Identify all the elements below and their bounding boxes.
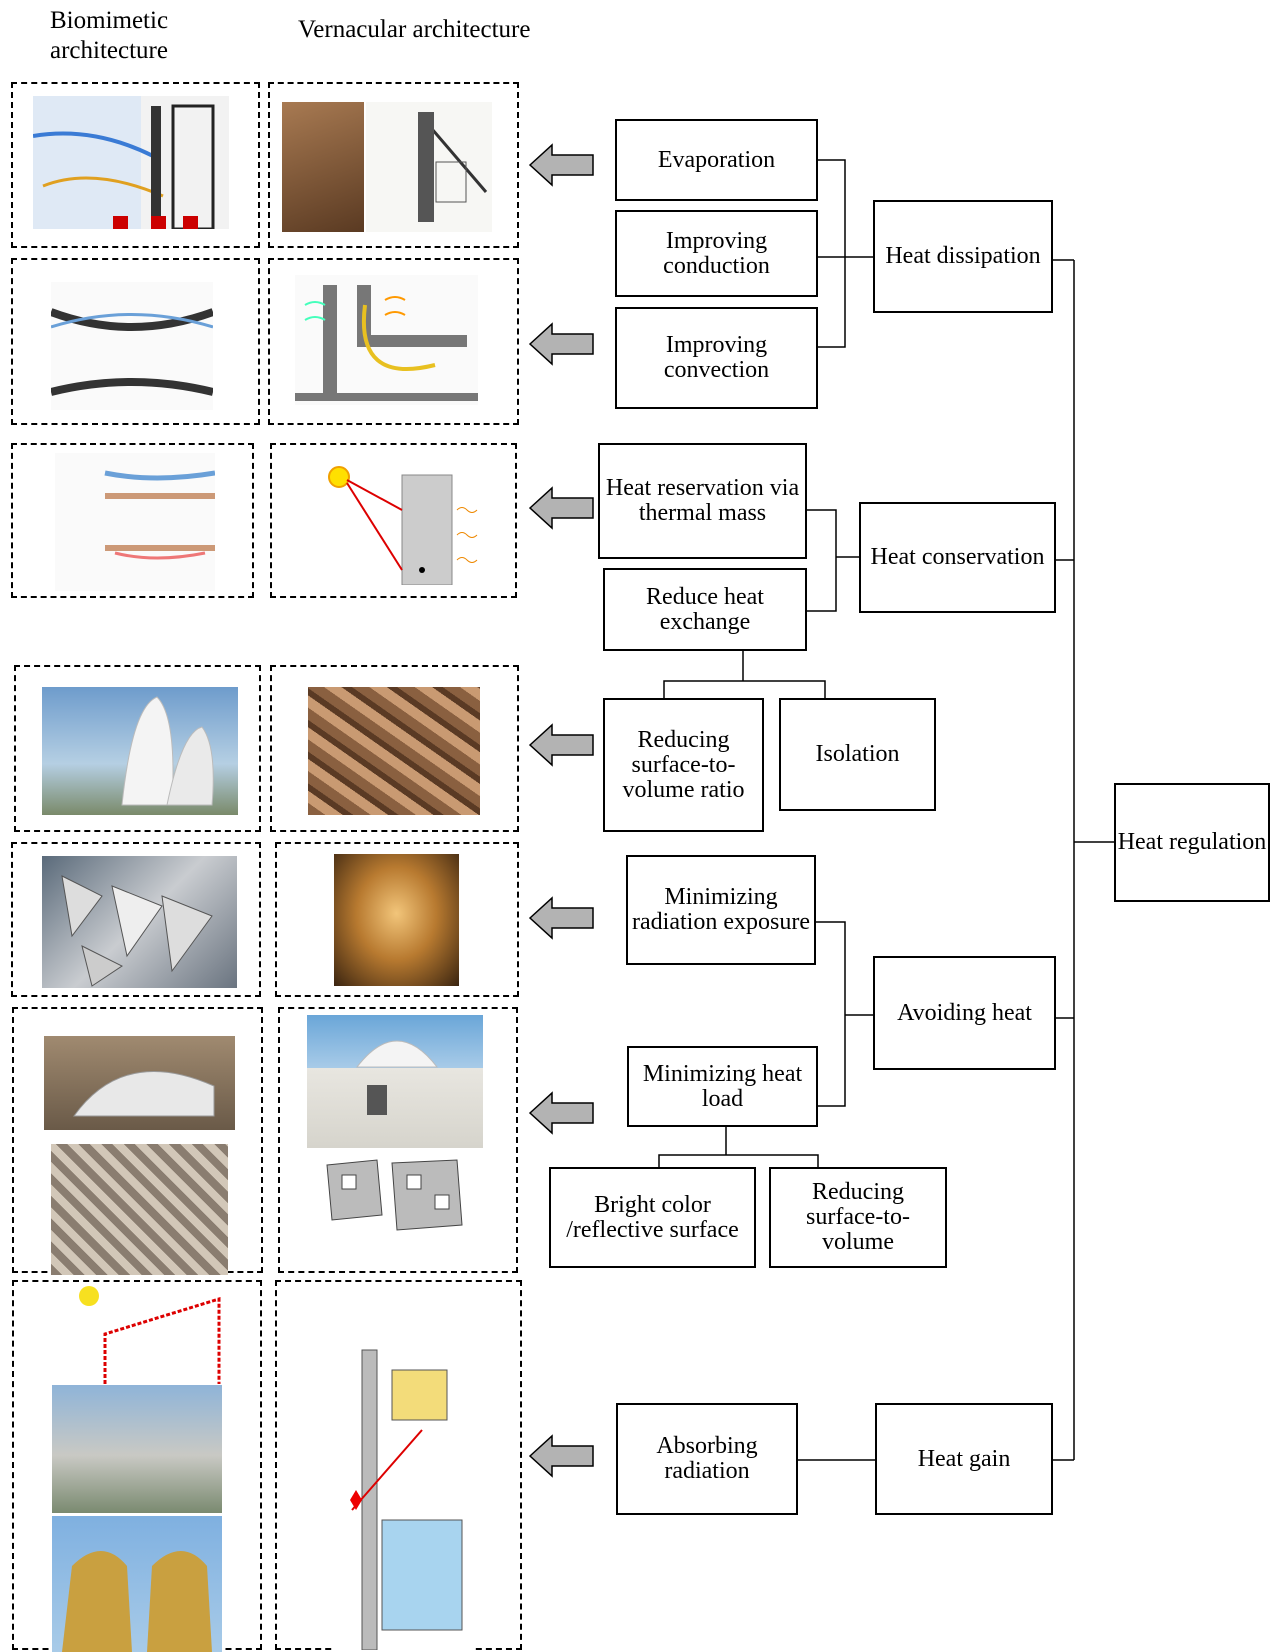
- node-heat-conservation: Heat conservation: [859, 502, 1056, 613]
- image-frame-biomimetic-2: [11, 258, 260, 425]
- photo-image: [52, 1516, 222, 1652]
- diagram-image: [55, 453, 215, 591]
- image-frame-biomimetic-3: [11, 443, 254, 598]
- photo-image: [308, 687, 480, 815]
- photo-image: [51, 1144, 228, 1275]
- photo-image: [307, 1015, 483, 1148]
- image-frame-biomimetic-5: [11, 842, 261, 997]
- diagram-image: [33, 96, 229, 229]
- diagram-image: [307, 455, 487, 585]
- photo-image: [334, 854, 459, 986]
- image-frame-biomimetic-6: [12, 1007, 263, 1275]
- vernacular-header: Vernacular architecture: [298, 16, 531, 43]
- left-arrow-icon: [528, 1434, 594, 1478]
- diagram-image: [295, 275, 478, 405]
- photo-image: [42, 687, 238, 815]
- diagram-image: [366, 102, 492, 232]
- node-reduce-heat-exchange: Reduce heat exchange: [603, 568, 807, 651]
- image-frame-biomimetic-1: [11, 82, 260, 248]
- photo-image: [282, 102, 364, 232]
- node-bright-color: Bright color /reflective surface: [549, 1167, 756, 1268]
- image-frame-biomimetic-4: [14, 665, 261, 832]
- node-heat-reservation: Heat reservation via thermal mass: [598, 443, 807, 559]
- image-frame-vernacular-5: [275, 842, 519, 997]
- left-arrow-icon: [528, 322, 594, 366]
- diagram-image: [51, 282, 213, 410]
- plan-drawing: [307, 1155, 483, 1268]
- node-heat-dissipation: Heat dissipation: [873, 200, 1053, 313]
- image-frame-vernacular-3: [270, 443, 517, 598]
- image-frame-vernacular-2: [268, 258, 519, 425]
- biomimetic-header: Biomimetic architecture: [50, 7, 169, 64]
- image-frame-vernacular-7: [275, 1280, 522, 1650]
- left-arrow-icon: [528, 723, 594, 767]
- left-arrow-icon: [528, 486, 594, 530]
- image-frame-vernacular-6: [278, 1007, 518, 1273]
- node-reducing-sv: Reducing surface-to-volume: [769, 1167, 947, 1268]
- image-frame-vernacular-1: [268, 82, 519, 248]
- image-frame-biomimetic-7: [12, 1280, 262, 1652]
- node-minimizing-heat-load: Minimizing heat load: [627, 1046, 818, 1127]
- node-heat-regulation: Heat regulation: [1114, 783, 1270, 902]
- photo-image: [52, 1385, 222, 1513]
- photo-image: [44, 1036, 235, 1130]
- node-absorbing-radiation: Absorbing radiation: [616, 1403, 798, 1515]
- left-arrow-icon: [528, 1091, 594, 1135]
- left-arrow-icon: [528, 896, 594, 940]
- node-improving-conduction: Improving conduction: [615, 210, 818, 297]
- left-arrow-icon: [528, 143, 594, 187]
- node-avoiding-heat: Avoiding heat: [873, 956, 1056, 1070]
- node-isolation: Isolation: [779, 698, 936, 811]
- node-reducing-svr: Reducing surface-to-volume ratio: [603, 698, 764, 832]
- photo-image: [42, 856, 237, 988]
- node-evaporation: Evaporation: [615, 119, 818, 201]
- section-drawing: [332, 1310, 472, 1650]
- image-frame-vernacular-4: [270, 665, 519, 832]
- node-heat-gain: Heat gain: [875, 1403, 1053, 1515]
- diagram-image: [39, 1284, 235, 1389]
- node-improving-convection: Improving convection: [615, 307, 818, 409]
- node-minimizing-radiation: Minimizing radiation exposure: [626, 855, 816, 965]
